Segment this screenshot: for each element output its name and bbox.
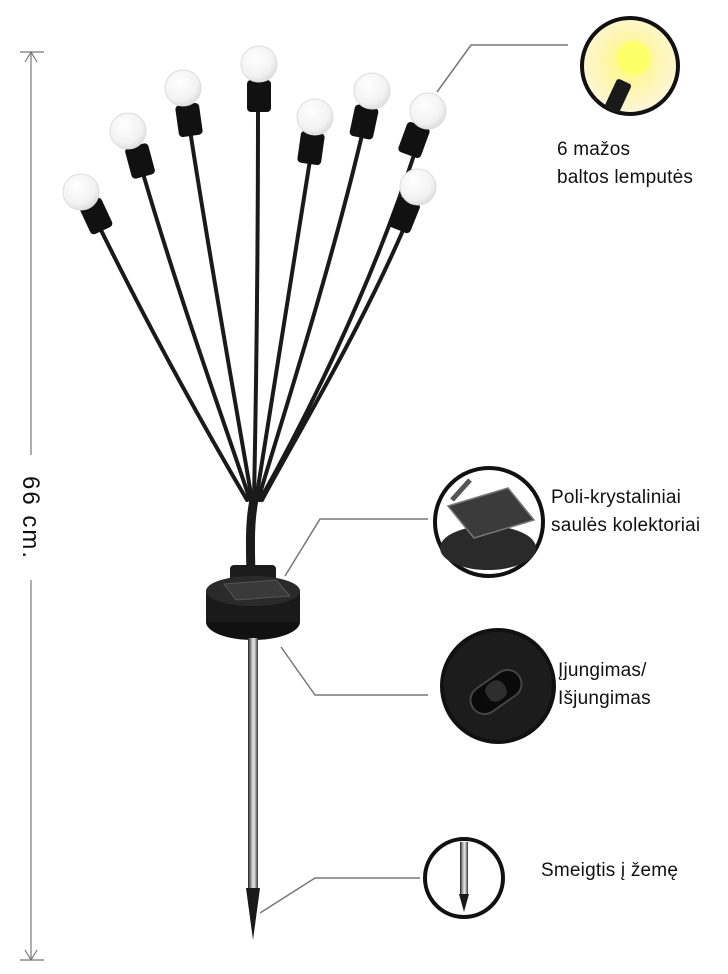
bulbs-label-line1: 6 mažos xyxy=(557,139,631,160)
stake-callout-label: Smeigtis į žemę xyxy=(541,857,678,885)
solar-base xyxy=(206,565,300,640)
switch-callout-label: Įjungimas/ Išjungimas xyxy=(558,657,651,713)
ground-stake xyxy=(246,638,260,940)
bulbs-label-line2: baltos lemputės xyxy=(557,167,694,188)
panel-label-line2: saulės kolektoriai xyxy=(551,515,701,536)
bulb-icon xyxy=(109,112,155,179)
bulb-icon xyxy=(349,72,391,140)
callout-lines xyxy=(259,44,568,914)
panel-callout-label: Poli-krystaliniai saulės kolektoriai xyxy=(551,484,700,540)
callout-bulb-detail xyxy=(580,16,680,116)
lamp-stems xyxy=(95,108,416,580)
bulb-icon xyxy=(296,98,334,165)
bulb-icon xyxy=(240,45,278,112)
height-label: 66 cm. xyxy=(12,470,48,567)
bulb-icon xyxy=(388,168,437,234)
switch-label-line1: Įjungimas/ xyxy=(558,660,647,681)
bulb-icon xyxy=(398,92,447,159)
callout-panel-detail xyxy=(433,466,545,578)
stake-label-line1: Smeigtis į žemę xyxy=(541,860,679,881)
switch-label-line2: Išjungimas xyxy=(558,688,651,709)
bulb-group xyxy=(62,45,447,235)
bulb-icon xyxy=(62,173,113,235)
bulbs-callout-label: 6 mažos baltos lemputės xyxy=(557,136,693,192)
callout-switch-detail xyxy=(440,628,556,744)
bulb-icon xyxy=(164,69,203,137)
panel-label-line1: Poli-krystaliniai xyxy=(551,487,682,508)
callout-stake-detail xyxy=(423,837,505,919)
